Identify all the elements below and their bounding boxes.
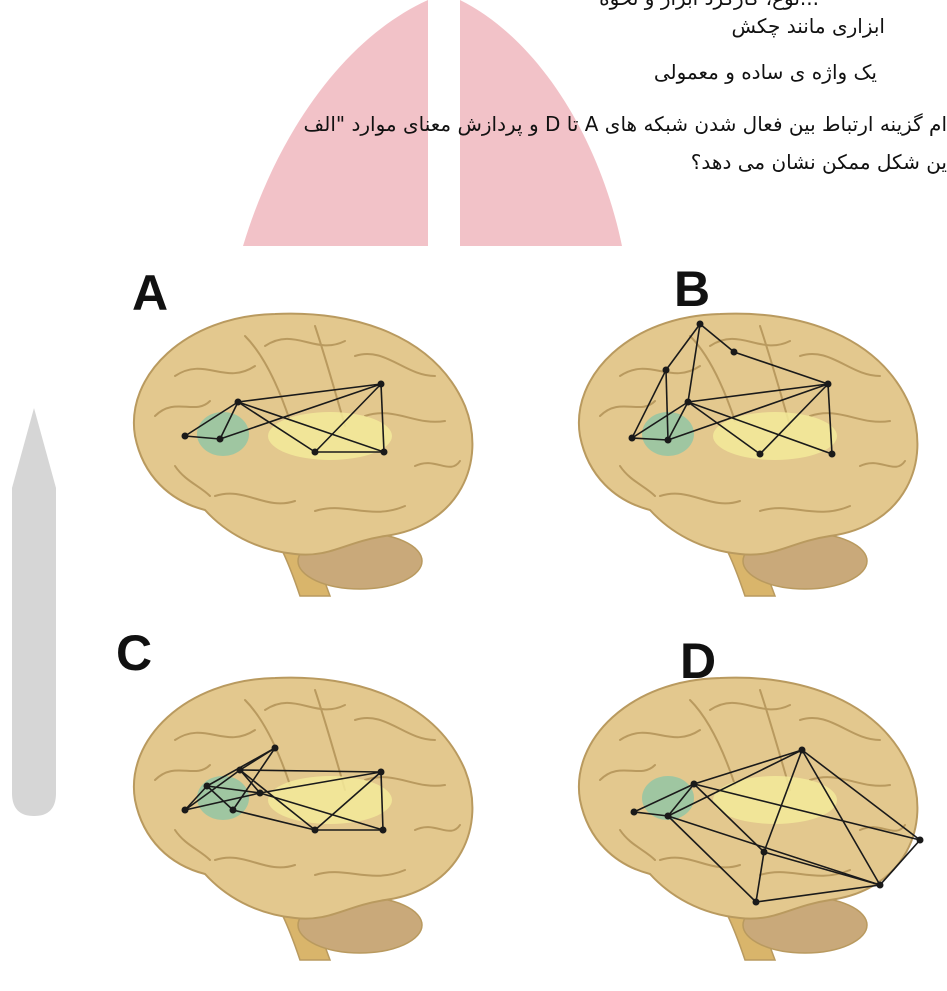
network-node [378,381,385,388]
network-node [757,451,764,458]
network-node [182,807,189,814]
network-node [629,435,636,442]
yellow-region [713,776,837,824]
network-node [761,849,768,856]
network-node [799,747,806,754]
network-node [230,807,237,814]
network-node [753,899,760,906]
network-node [685,399,692,406]
network-node [691,781,698,788]
network-node [917,837,924,844]
network-node [312,827,319,834]
network-node [237,767,244,774]
brain-diagram-c [115,660,475,980]
network-node [663,367,670,374]
network-node [235,399,242,406]
network-node [631,809,638,816]
question-line-5: ین شکل ممکن نشان می دهد؟ [691,148,947,176]
network-node [731,349,738,356]
network-node [257,790,264,797]
brain-diagram-d [560,660,947,980]
network-node [182,433,189,440]
network-node [825,381,832,388]
yellow-region [713,412,837,460]
brain-diagram-b [560,296,947,616]
network-node [697,321,704,328]
question-line-4: ام گزینه ارتباط بین فعال شدن شبکه های A … [304,110,947,138]
network-node [217,436,224,443]
network-node [665,437,672,444]
question-line-2: ابزاری مانند چکش [731,12,885,40]
brain-diagram-a [115,296,475,616]
network-node [665,813,672,820]
network-node [272,745,279,752]
network-node [381,449,388,456]
network-node [380,827,387,834]
network-node [877,882,884,889]
network-node [378,769,385,776]
network-node [204,783,211,790]
network-node [312,449,319,456]
side-bar-shape [8,408,60,818]
question-line-3: یک واژه ی ساده و معمولی [654,58,877,86]
question-line-1: ...نوع، کارکرد ابزار و نحوه [599,0,819,12]
network-node [829,451,836,458]
